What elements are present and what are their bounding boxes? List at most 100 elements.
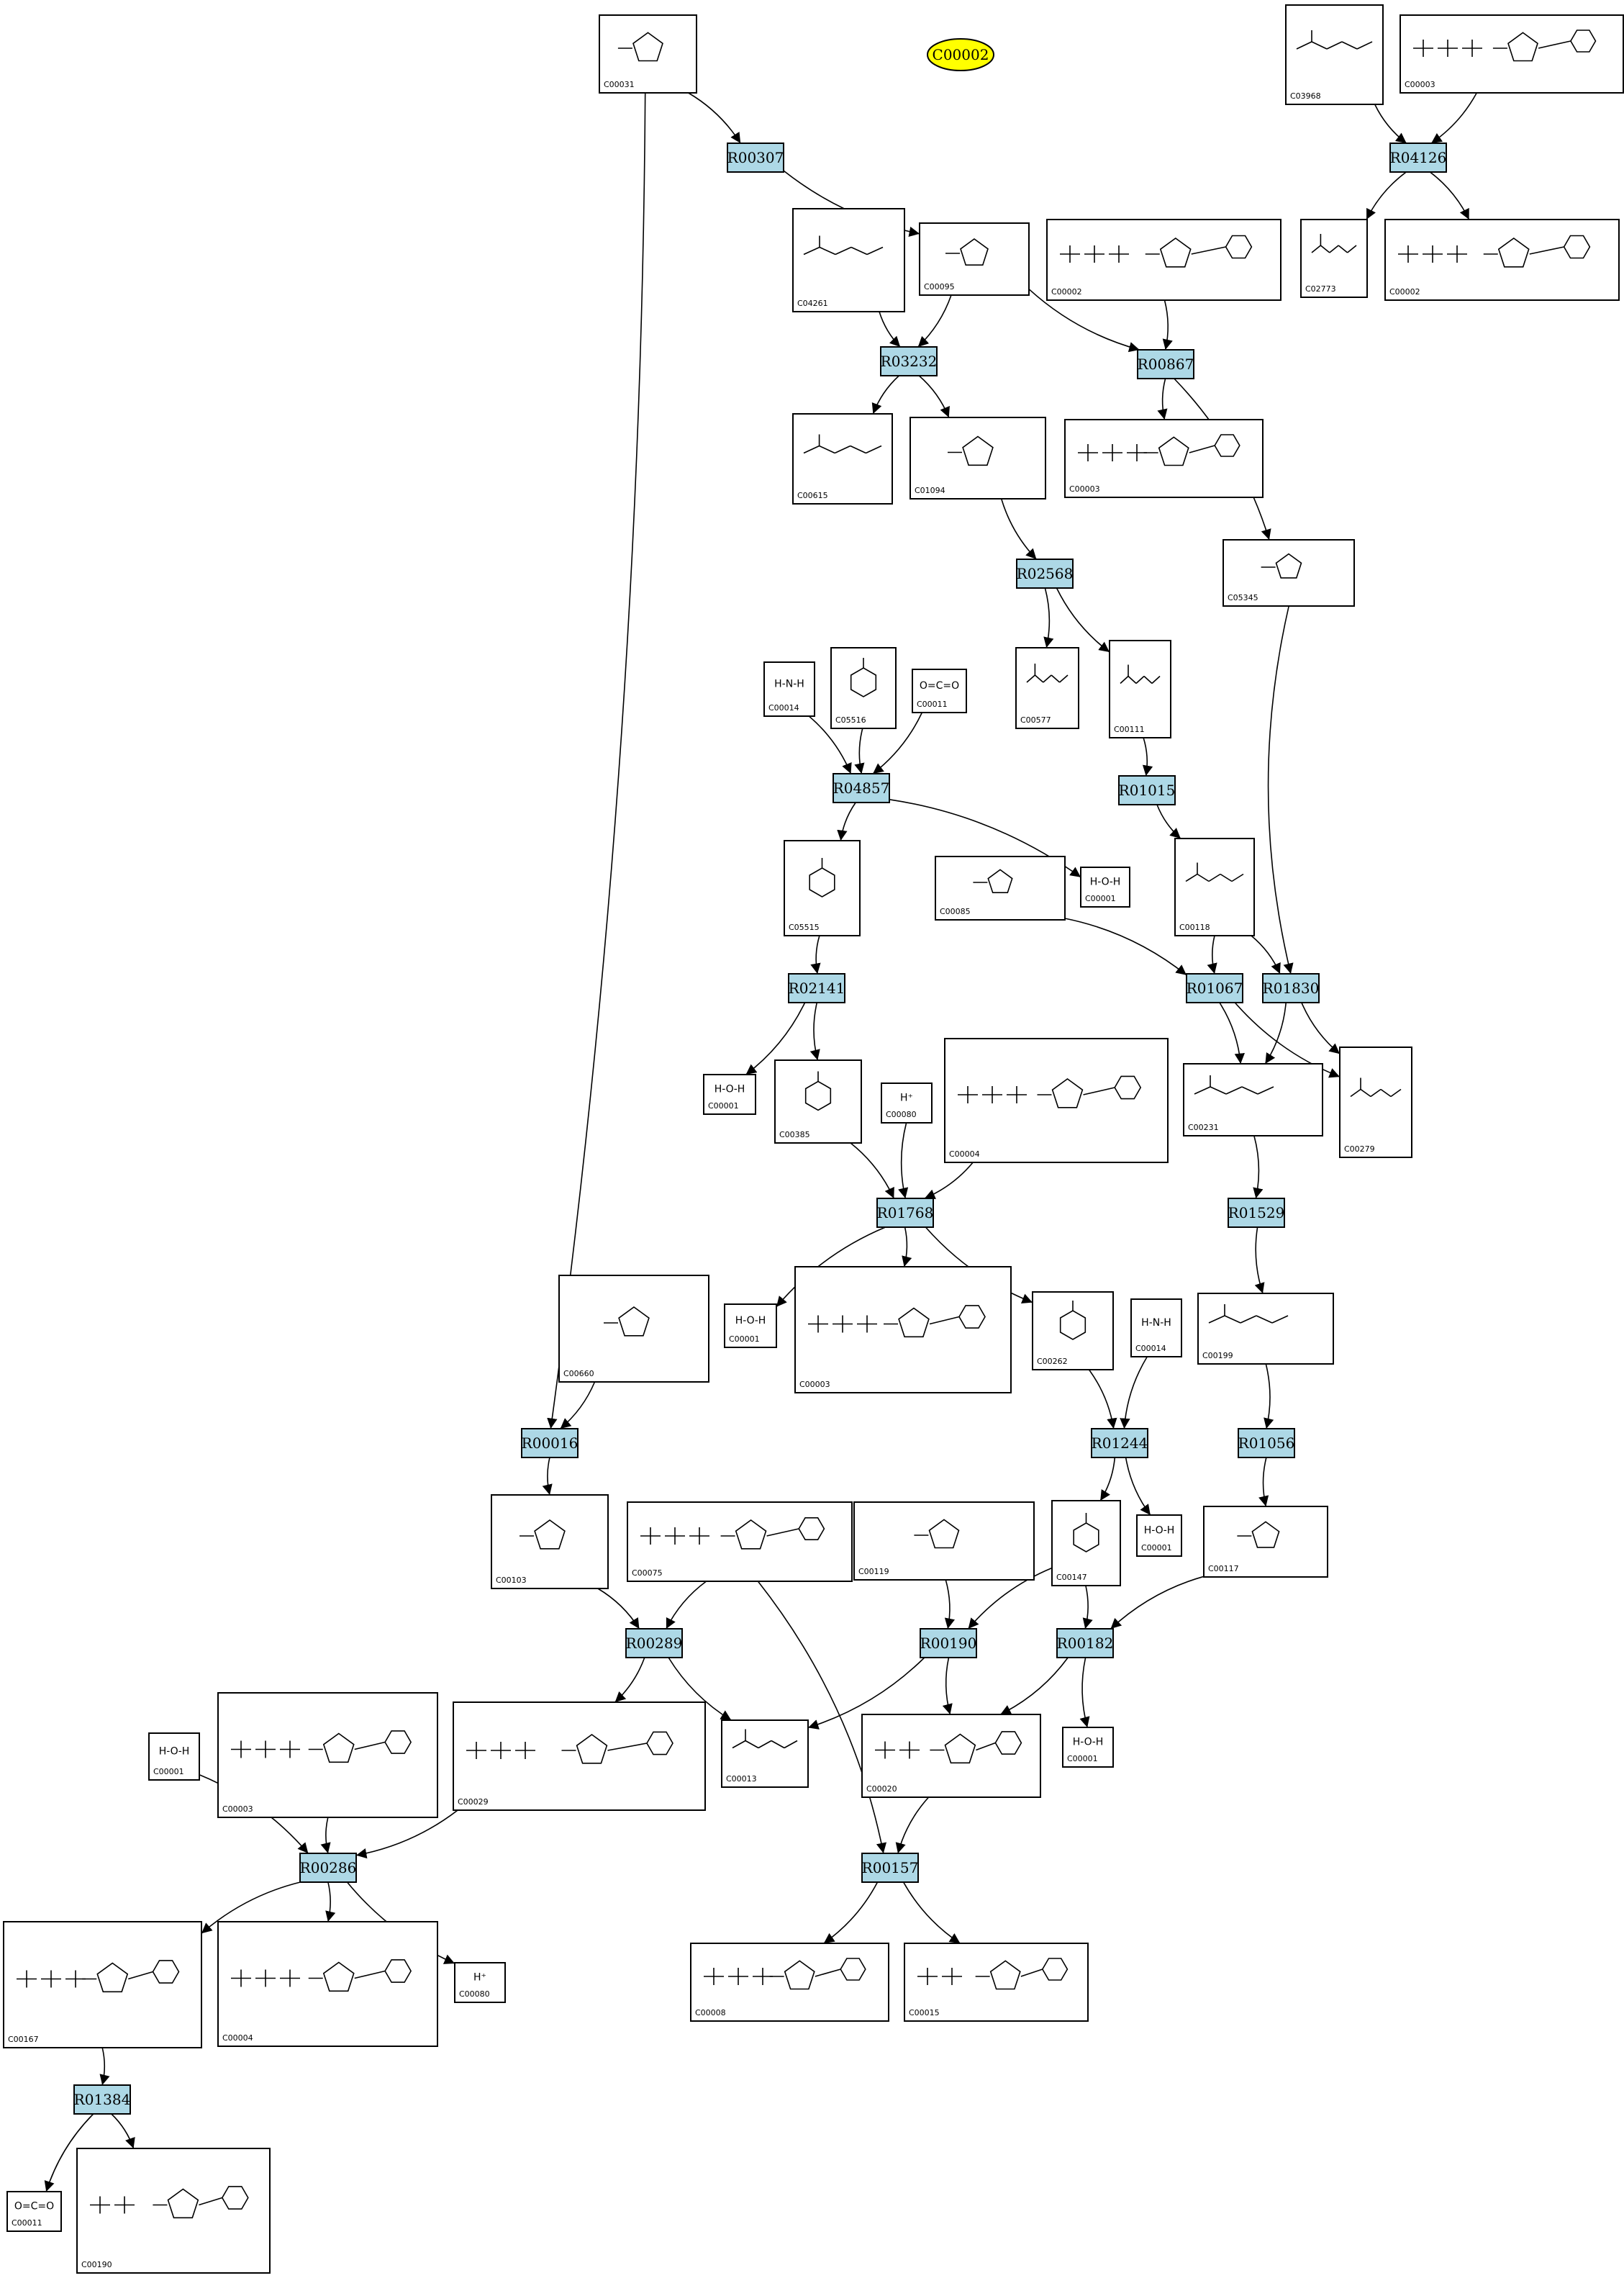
reaction-R01067[interactable]: R01067 (1186, 973, 1243, 1003)
reaction-R00016[interactable]: R00016 (521, 1428, 579, 1458)
compound-c00003_top[interactable]: C00003 (1400, 14, 1624, 94)
structure-icon: H⁺ (900, 1093, 913, 1104)
reaction-R01384[interactable]: R01384 (73, 2084, 131, 2115)
reaction-R04126[interactable]: R04126 (1389, 143, 1447, 173)
reaction-R01244[interactable]: R01244 (1091, 1428, 1148, 1458)
edge-R01384-c00011_b (44, 2113, 94, 2192)
compound-id: C00001 (1085, 894, 1116, 903)
reaction-R01015[interactable]: R01015 (1118, 775, 1176, 805)
compound-c05516[interactable]: C05516 (830, 647, 897, 729)
compound-c00190[interactable]: C00190 (76, 2148, 271, 2274)
compound-c00103[interactable]: C00103 (491, 1494, 609, 1589)
compound-id: C00002 (1389, 287, 1420, 297)
compound-c00002_right[interactable]: C00002 (1384, 219, 1620, 301)
reaction-R03232[interactable]: R03232 (880, 346, 938, 376)
compound-c00080_b[interactable]: H⁺C00080 (454, 1962, 506, 2003)
compound-c00199[interactable]: C00199 (1197, 1293, 1334, 1365)
structure-icon (958, 1075, 1142, 1108)
compound-id: C00004 (949, 1149, 980, 1159)
reaction-id: R01384 (74, 2091, 131, 2108)
compound-c00118[interactable]: C00118 (1174, 838, 1255, 936)
reaction-R01529[interactable]: R01529 (1228, 1198, 1285, 1228)
edge-R00190-c00013 (807, 1657, 925, 1730)
structure-icon (1237, 1521, 1280, 1548)
compound-c00385[interactable]: C00385 (774, 1059, 862, 1144)
edge-c00167-R01384 (99, 2047, 110, 2086)
edge-R01830-c00231 (1264, 1002, 1287, 1065)
reaction-R01768[interactable]: R01768 (876, 1198, 934, 1228)
edge-c00095-R03232 (917, 294, 952, 348)
compound-c05345[interactable]: C05345 (1222, 539, 1355, 607)
structure-icon (1413, 30, 1597, 62)
edge-c00147-R00190 (967, 1567, 1053, 1630)
compound-c00031_top[interactable]: C00031 (599, 14, 697, 94)
edge-R00286-c00004_bot (325, 1881, 336, 1922)
compound-c00002_mid[interactable]: C00002 (1046, 219, 1281, 301)
compound-c00004_mid[interactable]: C00004 (944, 1038, 1169, 1163)
compound-c00231[interactable]: C00231 (1183, 1063, 1323, 1136)
compound-c05515[interactable]: C05515 (784, 840, 861, 936)
compound-c00004_bot[interactable]: C00004 (217, 1921, 438, 2047)
reaction-R02568[interactable]: R02568 (1016, 559, 1074, 589)
reaction-R02141[interactable]: R02141 (788, 973, 845, 1003)
compound-c00095[interactable]: C00095 (919, 222, 1030, 296)
compound-c00167[interactable]: C00167 (3, 1921, 202, 2048)
svg-text:O=C=O: O=C=O (920, 680, 959, 692)
reaction-R00182[interactable]: R00182 (1056, 1628, 1114, 1658)
reaction-R00307[interactable]: R00307 (727, 143, 784, 173)
compound-c01094[interactable]: C01094 (909, 417, 1046, 500)
compound-id: C00190 (81, 2260, 112, 2269)
compound-c00085[interactable]: C00085 (935, 856, 1066, 921)
compound-c00080_a[interactable]: H⁺C00080 (881, 1082, 933, 1124)
highlight-compound[interactable]: C00002 (927, 38, 994, 71)
reaction-R00190[interactable]: R00190 (920, 1628, 977, 1658)
compound-c00111[interactable]: C00111 (1109, 640, 1171, 738)
compound-c00015[interactable]: C00015 (904, 1943, 1089, 2022)
reaction-R01830[interactable]: R01830 (1262, 973, 1320, 1003)
reaction-R00289[interactable]: R00289 (625, 1628, 683, 1658)
compound-c04261[interactable]: C04261 (792, 208, 905, 312)
compound-c02773[interactable]: C02773 (1300, 219, 1368, 298)
compound-c00008[interactable]: C00008 (690, 1943, 889, 2022)
compound-c00119[interactable]: C00119 (853, 1501, 1035, 1581)
compound-c00117[interactable]: C00117 (1203, 1506, 1328, 1578)
compound-c00003_low[interactable]: C00003 (794, 1266, 1012, 1393)
structure-icon (1296, 30, 1373, 50)
edge-c00118-R01067 (1207, 935, 1217, 975)
edge-c00002_mid-R00867 (1162, 299, 1173, 351)
reaction-R04857[interactable]: R04857 (833, 773, 890, 803)
edge-R03232-c01094 (918, 375, 950, 418)
reaction-R00157[interactable]: R00157 (861, 1853, 919, 1883)
reaction-R00867[interactable]: R00867 (1137, 349, 1194, 379)
reaction-R01056[interactable]: R01056 (1238, 1428, 1295, 1458)
compound-c03968[interactable]: C03968 (1285, 4, 1384, 105)
compound-c00013[interactable]: C00013 (721, 1719, 809, 1788)
compound-id: C00385 (779, 1130, 810, 1139)
structure-icon: O=C=O (920, 680, 959, 692)
compound-c00147[interactable]: C00147 (1051, 1500, 1121, 1586)
compound-id: C00615 (797, 491, 828, 500)
compound-c00262[interactable]: C00262 (1032, 1291, 1114, 1370)
compound-c00003_mid[interactable]: C00003 (1064, 419, 1264, 498)
compound-c00615[interactable]: C00615 (792, 413, 893, 505)
compound-c00577[interactable]: C00577 (1015, 647, 1079, 729)
structure-icon (231, 1730, 412, 1763)
compound-c00279[interactable]: C00279 (1339, 1047, 1412, 1158)
reaction-R00286[interactable]: R00286 (299, 1853, 357, 1883)
compound-c00029[interactable]: C00029 (453, 1701, 706, 1811)
compound-c00003_bot[interactable]: C00003 (217, 1692, 438, 1818)
compound-c00075[interactable]: C00075 (627, 1501, 853, 1582)
compound-c00660[interactable]: C00660 (558, 1275, 709, 1383)
compound-c00020[interactable]: C00020 (861, 1714, 1041, 1798)
compound-id: C00015 (909, 2008, 940, 2017)
